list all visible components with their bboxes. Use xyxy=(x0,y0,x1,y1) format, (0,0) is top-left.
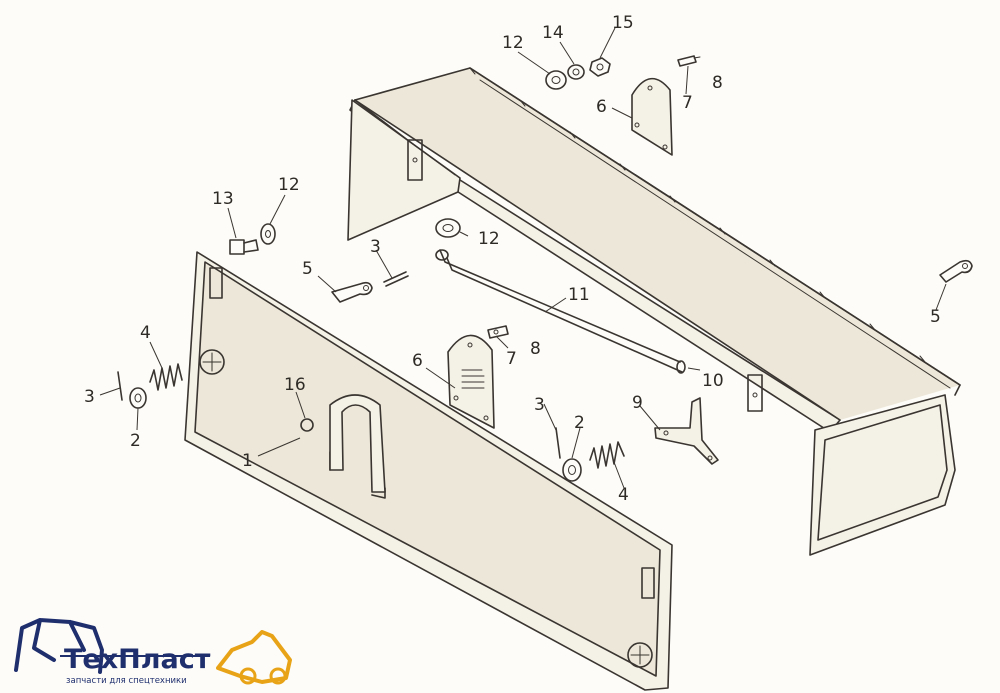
logo-tagline: запчасти для спецтехники xyxy=(66,676,187,686)
callout-16: 16 xyxy=(284,375,306,395)
logo-name: ТехПласт xyxy=(64,644,211,675)
lid-panel xyxy=(184,251,673,691)
callout-4: 4 xyxy=(618,485,629,505)
callout-3: 3 xyxy=(534,395,545,415)
callout-5: 5 xyxy=(302,259,313,279)
callout-11: 11 xyxy=(568,285,590,305)
callout-2: 2 xyxy=(574,413,585,433)
callout-8: 8 xyxy=(530,339,541,359)
callout-8: 8 xyxy=(712,73,723,93)
callout-3: 3 xyxy=(84,387,95,407)
excavator-icon xyxy=(14,618,104,674)
callout-7: 7 xyxy=(506,349,517,369)
callout-9: 9 xyxy=(632,393,643,413)
callout-12: 12 xyxy=(502,33,524,53)
callout-3: 3 xyxy=(370,237,381,257)
callout-2: 2 xyxy=(130,431,141,451)
small-parts xyxy=(117,55,973,482)
techplast-logo: ТехПласт запчасти для спецтехники xyxy=(14,618,292,686)
loader-icon xyxy=(216,630,292,684)
callout-12: 12 xyxy=(478,229,500,249)
callout-10: 10 xyxy=(702,371,724,391)
callout-5: 5 xyxy=(930,307,941,327)
callout-6: 6 xyxy=(596,97,607,117)
callout-15: 15 xyxy=(612,13,634,33)
callout-6: 6 xyxy=(412,351,423,371)
callout-1: 1 xyxy=(242,451,253,471)
rear-housing xyxy=(347,67,961,556)
part-callouts: 12 14 15 6 7 8 13 12 3 12 5 5 11 4 3 2 1… xyxy=(84,13,941,505)
rod-part-11 xyxy=(435,249,686,374)
leader-lines xyxy=(99,27,947,489)
callout-4: 4 xyxy=(140,323,151,343)
callout-13: 13 xyxy=(212,189,234,209)
callout-12: 12 xyxy=(278,175,300,195)
callout-14: 14 xyxy=(542,23,564,43)
callout-7: 7 xyxy=(682,93,693,113)
